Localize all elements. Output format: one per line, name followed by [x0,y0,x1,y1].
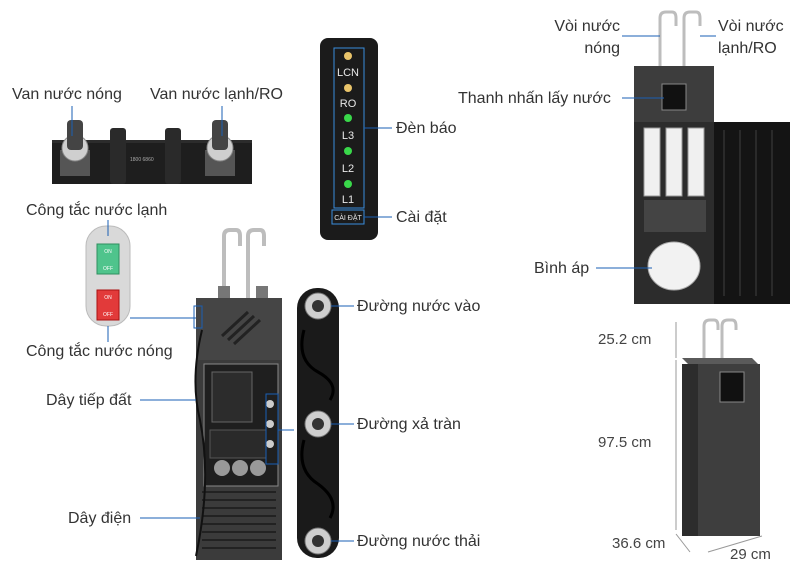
led-label-ro: RO [340,98,357,110]
led-label-l3: L3 [342,130,354,142]
label-binh-ap: Bình áp [534,260,590,277]
unit-dimension-view [675,318,763,553]
drain-port-icon [304,527,332,555]
settings-button-label: CÀI ĐẶT [334,213,362,222]
label-van-nuoc-lanh: Van nước lạnh/RO [150,86,283,103]
inlet-port-icon [304,292,332,320]
label-van-nuoc-nong: Van nước nóng [12,86,122,103]
led-indicator-ro [344,114,352,122]
led-control-panel: LCN RO L3 L2 L1 CÀI ĐẶT [320,38,392,240]
label-day-tiep-dat: Dây tiếp đất [46,392,132,409]
hot-switch-off: OFF [103,312,113,318]
cold-switch-off: OFF [103,266,113,272]
port-strip [297,288,354,558]
label-day-dien: Dây điện [68,510,132,527]
led-indicator-l2 [344,180,352,188]
label-duong-nuoc-thai: Đường nước thải [357,533,481,550]
unit-back-view [140,228,294,560]
label-thanh-nhan: Thanh nhấn lấy nước [458,90,611,107]
label-voi-nuoc-lanh-line1: Vòi nước [718,18,784,35]
label-cai-dat: Cài đặt [396,209,447,226]
led-label-lcn: LCN [337,67,359,79]
led-indicator-top [344,52,352,60]
dimension-height: 97.5 cm [598,434,652,451]
unit-front-open-view [596,10,790,304]
overflow-port-icon [304,410,332,438]
led-indicator-lcn [344,84,352,92]
label-duong-xa-tran: Đường xả tràn [357,416,461,433]
label-den-bao: Đèn báo [396,120,457,137]
switch-panel: ON OFF ON OFF [85,220,196,342]
cold-valve-icon [205,120,235,176]
label-cong-tac-lanh: Công tắc nước lạnh [26,202,168,219]
dimension-width: 29 cm [730,546,771,563]
valve-panel: 1800 6860 [52,106,252,184]
led-label-l1: L1 [342,194,354,206]
led-label-l2: L2 [342,163,354,175]
label-voi-nuoc-nong-line2: nóng [584,40,620,57]
led-indicator-l3 [344,147,352,155]
cold-switch-on: ON [104,249,112,255]
svg-text:1800 6860: 1800 6860 [130,157,154,163]
label-voi-nuoc-nong-line1: Vòi nước [554,18,620,35]
hot-valve-icon [60,120,90,176]
label-voi-nuoc-lanh-line2: lạnh/RO [718,40,777,57]
label-duong-nuoc-vao: Đường nước vào [357,298,481,315]
dimension-depth: 36.6 cm [612,535,666,552]
label-cong-tac-nong: Công tắc nước nóng [26,343,173,360]
hot-switch-on: ON [104,295,112,301]
dimension-top: 25.2 cm [598,331,652,348]
